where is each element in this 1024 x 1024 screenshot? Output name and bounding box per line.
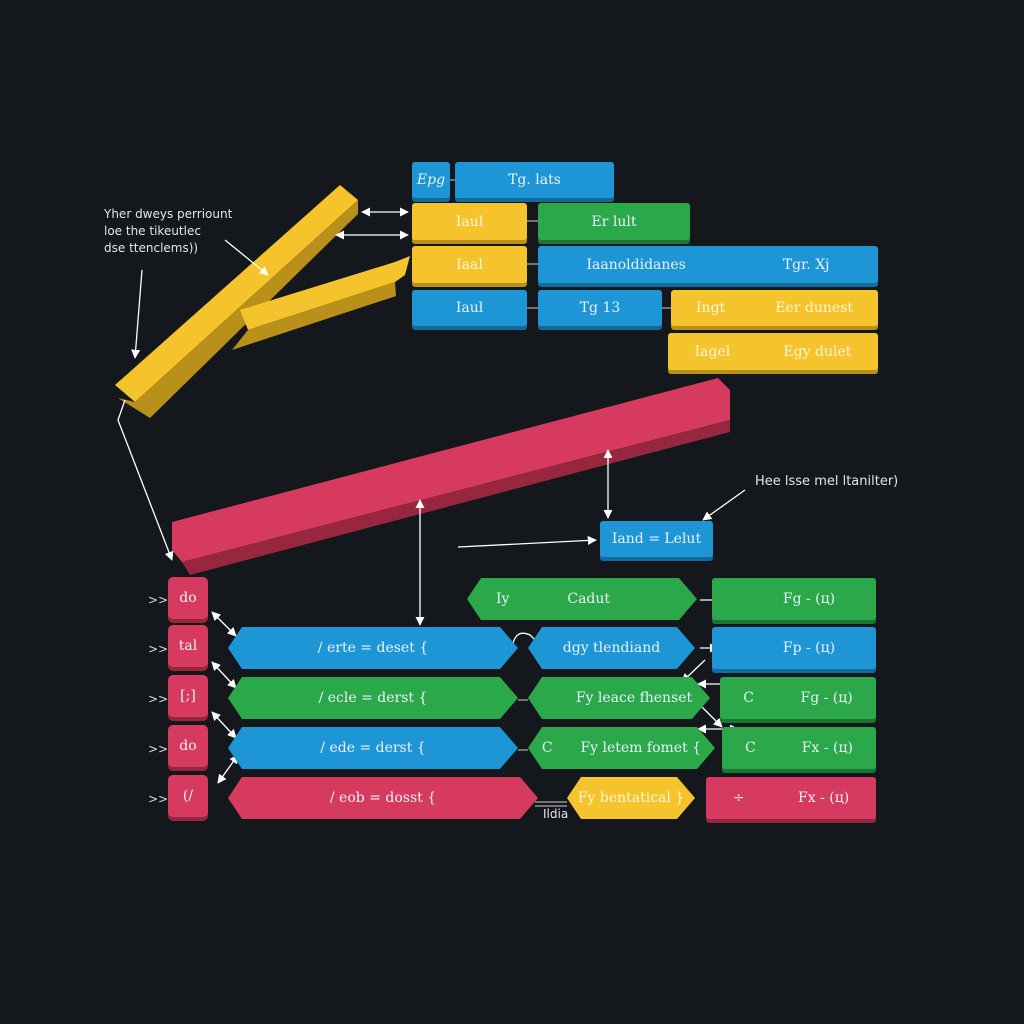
node-label: Fx - (ц) (798, 790, 850, 806)
header-box[interactable]: Tg. lats (455, 162, 614, 198)
node-r2-left[interactable]: Iaul (412, 203, 527, 240)
node-label: Fy letem fomet { (580, 740, 702, 756)
row-handle[interactable]: do (168, 725, 208, 767)
row-node-c[interactable]: C Fg - (ц) (720, 677, 876, 719)
row-node-a[interactable]: / eob = dosst { (228, 777, 538, 819)
node-r3-left[interactable]: Iaal (412, 246, 527, 283)
row-node-a[interactable]: / erte = deset { (228, 627, 518, 669)
node-label: C (541, 740, 553, 756)
row-handle[interactable]: tal (168, 625, 208, 667)
chevron-icon: >> (148, 792, 169, 806)
node-label: Iy (495, 591, 510, 607)
node-r3-wide[interactable]: Iaanoldidanes Tgr. Xj (538, 246, 878, 283)
row-node-a[interactable]: / ede = derst { (228, 727, 518, 769)
node-label: Eer dunest (775, 300, 853, 316)
row-node-c[interactable]: C Fx - (ц) (722, 727, 876, 769)
link-lines (450, 179, 671, 807)
row-node-b[interactable]: dgy tlendiand (528, 627, 695, 669)
chevron-icon: >> (148, 692, 169, 706)
node-r4-mid[interactable]: Tg 13 (538, 290, 662, 326)
node-label: C (743, 690, 754, 706)
node-label: Fx - (ц) (801, 740, 853, 756)
row-handle[interactable]: do (168, 577, 208, 619)
row-node-c[interactable]: Fg - (ц) (712, 578, 876, 620)
node-r5[interactable]: Iagel Egy dulet (668, 333, 878, 370)
row-node-b[interactable]: Fy leace fhenset (528, 677, 710, 719)
node-label: ÷ (732, 790, 745, 806)
row-node-b[interactable]: C Fy letem fomet { (528, 727, 715, 769)
annotation-right: Hee lsse mel ltanilter) (755, 474, 899, 489)
node-r2-right[interactable]: Er lult (538, 203, 690, 240)
node-label: Cadut (567, 591, 611, 607)
node-r4-left[interactable]: Iaul (412, 290, 527, 326)
chevron-icon: >> (148, 593, 169, 607)
yellow-beam (115, 185, 410, 418)
row-node-a[interactable]: / ecle = derst { (228, 677, 518, 719)
chevron-icon: >> (148, 642, 169, 656)
annotation-top-left: Yher dweys perriount loe the tikeutlec d… (104, 206, 232, 257)
node-label: Ingt (696, 300, 726, 316)
row-node-b[interactable]: Fy bentatical } (567, 777, 695, 819)
row-handle[interactable]: (/ (168, 775, 208, 817)
annotation-line: loe the tikeutlec (104, 224, 201, 238)
node-label: C (745, 740, 756, 756)
row-node-c[interactable]: ÷ Fx - (ц) (706, 777, 876, 819)
node-label: Fg - (ц) (800, 690, 853, 706)
annotation-line: dse ttenclems)) (104, 241, 199, 255)
node-label: Iaanoldidanes (586, 256, 686, 273)
annotation-line: Yher dweys perriount (104, 207, 233, 221)
node-r4-right[interactable]: Ingt Eer dunest (671, 290, 878, 326)
center-box[interactable]: Iand = Lelut (600, 521, 713, 557)
row-node-c[interactable]: Fp - (ц) (712, 627, 876, 669)
red-beam (172, 378, 730, 575)
node-label: Tgr. Xj (782, 256, 830, 273)
node-label: Egy dulet (783, 343, 852, 360)
node-label: Iagel (694, 343, 731, 360)
header-tag[interactable]: Epg (412, 162, 450, 198)
annotation-bottom: Ildia (543, 807, 569, 821)
row-node-b[interactable]: Iy Cadut (467, 578, 697, 620)
chevron-icon: >> (148, 742, 169, 756)
row-handle[interactable]: [;] (168, 675, 208, 717)
